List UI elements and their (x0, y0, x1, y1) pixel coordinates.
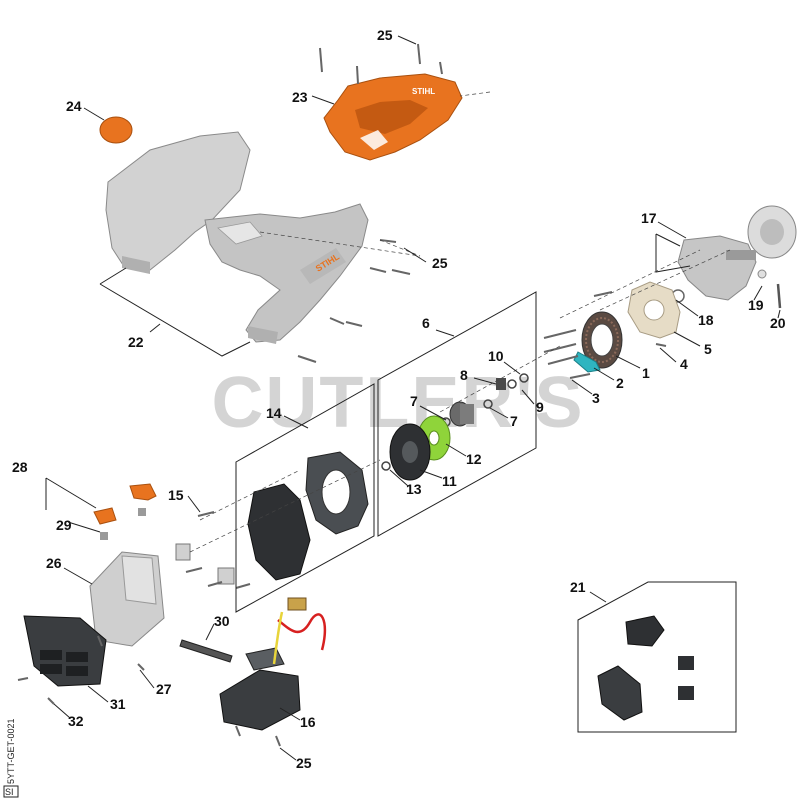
part-30-tie (179, 639, 233, 663)
part-23-top-cover: STIHL (323, 73, 463, 161)
label-15[interactable]: 15 (168, 487, 184, 503)
part-labels: 23 25 24 25 22 6 17 18 19 20 5 4 1 2 3 1… (12, 27, 786, 771)
label-17[interactable]: 17 (641, 210, 657, 226)
drawing-code: 5YTT-GET-0021 (6, 718, 16, 784)
label-14[interactable]: 14 (266, 405, 282, 421)
label-4[interactable]: 4 (680, 356, 688, 372)
label-22[interactable]: 22 (128, 334, 144, 350)
label-32[interactable]: 32 (68, 713, 84, 729)
label-31[interactable]: 31 (110, 696, 126, 712)
cover-brand: STIHL (412, 87, 435, 96)
label-1[interactable]: 1 (642, 365, 650, 381)
label-9[interactable]: 9 (536, 399, 544, 415)
leader-lines (53, 35, 781, 761)
part-17-bearing-housing (671, 205, 797, 309)
screws-bottom (17, 635, 281, 747)
corner-badge-text: SI (5, 787, 14, 797)
label-30[interactable]: 30 (214, 613, 230, 629)
label-28[interactable]: 28 (12, 459, 28, 475)
part-21-kit (597, 615, 694, 721)
label-25-mid[interactable]: 25 (432, 255, 448, 271)
part-2-clip (573, 351, 601, 373)
part-5-brush-plate (627, 281, 681, 339)
label-21[interactable]: 21 (570, 579, 586, 595)
label-20[interactable]: 20 (770, 315, 786, 331)
label-27[interactable]: 27 (156, 681, 172, 697)
label-29[interactable]: 29 (56, 517, 72, 533)
label-5[interactable]: 5 (704, 341, 712, 357)
label-6[interactable]: 6 (422, 315, 430, 331)
part-28-clips (93, 483, 157, 540)
label-25-top[interactable]: 25 (377, 27, 393, 43)
small-blocks (175, 511, 251, 589)
part-14-fan-housing (247, 451, 369, 581)
group-lines (45, 91, 737, 733)
label-26[interactable]: 26 (46, 555, 62, 571)
label-12[interactable]: 12 (466, 451, 482, 467)
part-31-grille (23, 615, 107, 687)
part-24-cap (99, 116, 133, 144)
label-3[interactable]: 3 (592, 390, 600, 406)
label-10[interactable]: 10 (488, 348, 504, 364)
part-26-panel (89, 551, 165, 647)
part-1-stator (581, 311, 623, 369)
label-13[interactable]: 13 (406, 481, 422, 497)
label-7-left[interactable]: 7 (410, 393, 418, 409)
label-8[interactable]: 8 (460, 367, 468, 383)
label-24[interactable]: 24 (66, 98, 82, 114)
part-11-impeller (381, 423, 431, 481)
label-18[interactable]: 18 (698, 312, 714, 328)
corner-badge: SI (3, 785, 19, 798)
label-2[interactable]: 2 (616, 375, 624, 391)
label-7-right[interactable]: 7 (510, 413, 518, 429)
label-23[interactable]: 23 (292, 89, 308, 105)
label-25-bottom[interactable]: 25 (296, 755, 312, 771)
label-19[interactable]: 19 (748, 297, 764, 313)
bolts-3-4 (543, 291, 667, 379)
part-22-main-housing: STIHL (105, 131, 369, 344)
part-16-electronics (219, 597, 327, 731)
label-16[interactable]: 16 (300, 714, 316, 730)
screws-housing (297, 43, 443, 363)
label-11[interactable]: 11 (442, 473, 457, 489)
